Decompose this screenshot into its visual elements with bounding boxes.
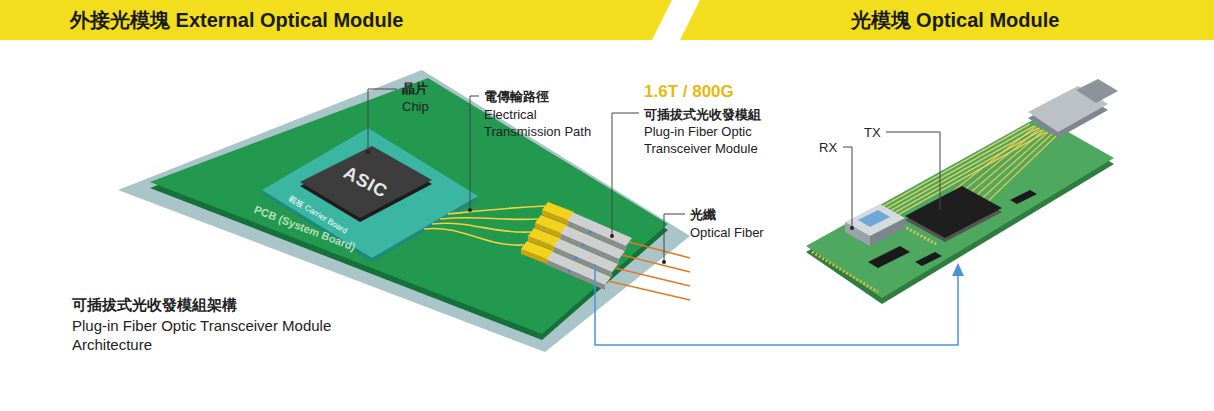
module-body — [545, 251, 611, 285]
leader-line — [843, 147, 852, 228]
callout-label: Electrical Transmission Path — [484, 106, 609, 140]
asic-chip-face — [300, 146, 432, 218]
smd-part — [915, 252, 942, 266]
optical-fiber — [615, 268, 690, 286]
callout-label: TX — [864, 124, 881, 141]
header-title: 外接光模塊 External Optical Module — [70, 7, 403, 34]
smd-part — [868, 246, 910, 268]
module-dot — [581, 243, 584, 246]
gold-fingers — [812, 252, 878, 292]
rx-window — [858, 210, 890, 227]
electrical-trace — [440, 218, 538, 220]
callout-label: Optical Fiber — [690, 224, 764, 241]
leader-dot — [938, 210, 942, 214]
callout-label: 電傳輸路徑 — [484, 88, 549, 106]
arrow-head — [952, 263, 964, 276]
header-band-face — [680, 0, 1214, 40]
leader-dot — [366, 150, 370, 154]
electrical-trace — [448, 206, 545, 214]
leader-line — [368, 89, 397, 152]
callout-label: RX — [819, 139, 837, 156]
callout-label: Plug-in Fiber Optic Transceiver Module — [644, 123, 784, 157]
optical-fiber — [629, 242, 690, 258]
leader-dot — [850, 226, 854, 230]
caption-label: Plug-in Fiber Optic Transceiver Module A… — [72, 316, 332, 354]
leader-dot — [662, 260, 666, 264]
callout-label: 光纖 — [690, 206, 716, 224]
rx-component — [845, 204, 905, 236]
module-cap — [521, 241, 553, 259]
smd-part — [1010, 190, 1037, 204]
module-board — [806, 116, 1114, 298]
caption-label: 可插拔式光收發模組架構 — [72, 296, 237, 315]
module-fiber — [976, 134, 1052, 204]
callout-label: 晶片 — [402, 80, 428, 98]
module-dot — [567, 269, 570, 272]
header-band-face — [0, 0, 672, 40]
system-board-face — [150, 78, 668, 334]
leader-line — [612, 113, 639, 236]
module-fiber — [970, 132, 1048, 201]
module-dot — [574, 256, 577, 259]
carrier-board-face — [262, 128, 478, 258]
transceiver-modules — [521, 202, 632, 290]
callout-label: 可插拔式光收發模組 — [644, 106, 761, 124]
connector-plug — [1076, 79, 1118, 103]
leader-dot — [468, 208, 472, 212]
leader-line — [470, 96, 479, 210]
leader-dot — [610, 234, 614, 238]
header-band: 光模塊 Optical Module — [676, 0, 1214, 40]
module-dot — [588, 230, 591, 233]
optical-fibers — [608, 242, 690, 300]
header-title: 光模塊 Optical Module — [851, 7, 1060, 34]
speed-label: 1.6T / 800G — [644, 82, 734, 102]
leader-line — [664, 214, 685, 262]
tx-chip — [905, 186, 1002, 238]
carrier-board: 載板 Carrier BoardASIC — [260, 126, 480, 262]
optical-module-illustration — [806, 79, 1118, 304]
leader-dots — [366, 150, 942, 264]
leader-lines — [368, 89, 940, 262]
electrical-traces — [424, 206, 545, 245]
electrical-trace — [424, 229, 524, 246]
electrical-trace — [432, 223, 531, 232]
leader-line — [886, 132, 940, 212]
zoom-arrow — [595, 264, 958, 345]
header-band: 外接光模塊 External Optical Module — [0, 0, 672, 40]
optical-fiber — [608, 281, 690, 300]
optical-fiber — [622, 255, 690, 272]
callout-label: Chip — [402, 98, 429, 115]
